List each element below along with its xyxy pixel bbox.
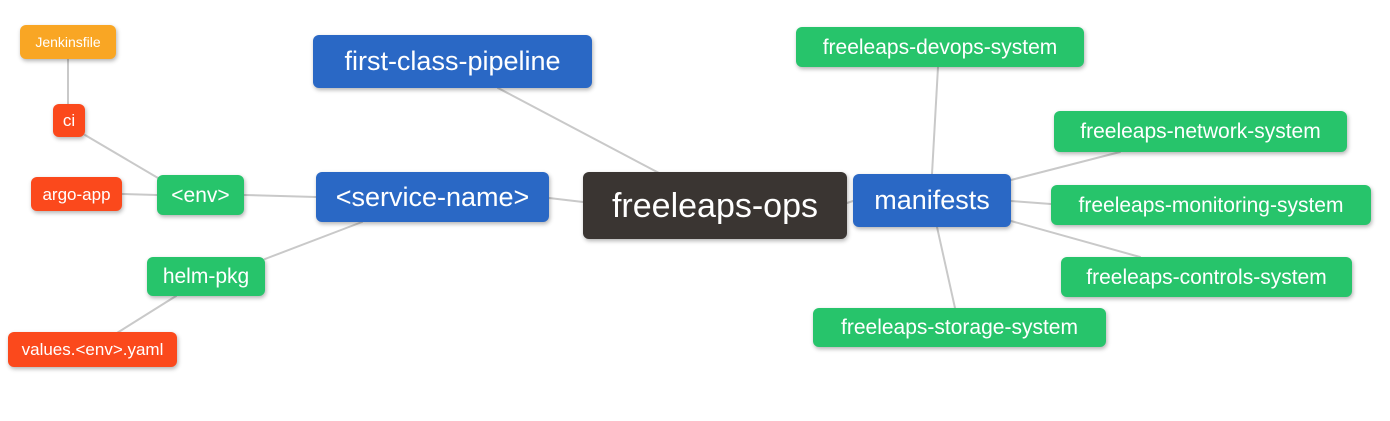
node-first-class-pipeline[interactable]: first-class-pipeline [313,35,592,88]
edge-root-manifests [846,200,854,204]
edge-first-class-pipeline-root [497,87,660,174]
node-values-env-yaml[interactable]: values.<env>.yaml [8,332,177,367]
node-freeleaps-network-system[interactable]: freeleaps-network-system [1054,111,1347,152]
edge-env-service-name [243,194,317,198]
edge-manifests-network-system [1010,151,1121,181]
node-freeleaps-devops-system[interactable]: freeleaps-devops-system [796,27,1084,67]
node-freeleaps-storage-system[interactable]: freeleaps-storage-system [813,308,1106,347]
node-jenkinsfile[interactable]: Jenkinsfile [20,25,116,59]
node-freeleaps-monitoring-system[interactable]: freeleaps-monitoring-system [1051,185,1371,225]
edge-argo-app-env [121,193,158,196]
edge-service-name-root [548,197,584,203]
node-helm-pkg[interactable]: helm-pkg [147,257,265,296]
node-service-name[interactable]: <service-name> [316,172,549,222]
edge-manifests-controls-system [1010,220,1141,258]
edge-manifests-storage-system [936,226,956,309]
node-manifests[interactable]: manifests [853,174,1011,227]
node-ci[interactable]: ci [53,104,85,137]
edge-ci-env [84,134,159,179]
node-env[interactable]: <env> [157,175,244,215]
edge-service-name-helm-pkg [264,221,363,260]
node-argo-app[interactable]: argo-app [31,177,122,211]
node-freeleaps-ops[interactable]: freeleaps-ops [583,172,847,239]
edge-helm-pkg-values [116,295,177,334]
edge-manifests-monitoring-system [1010,200,1052,205]
edge-manifests-devops-system [931,66,939,175]
node-freeleaps-controls-system[interactable]: freeleaps-controls-system [1061,257,1352,297]
